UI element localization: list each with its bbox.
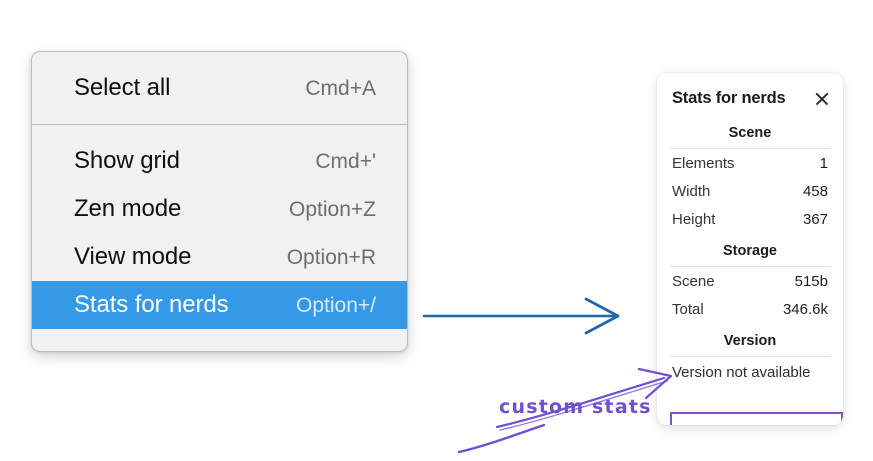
menu-item-stats-for-nerds[interactable]: Stats for nerds Option+/ [32, 281, 407, 329]
stat-value: 346.6k [782, 301, 828, 318]
menu-item-label: Zen mode [74, 195, 182, 222]
close-icon[interactable] [814, 91, 830, 107]
menu-bottom-padding [32, 329, 407, 350]
section-scene: Scene Elements 1 Width 458 Height 367 [657, 108, 843, 233]
version-value: Version not available [672, 364, 811, 381]
menu-item-show-grid[interactable]: Show grid Cmd+' [32, 137, 407, 185]
stat-key: Height [672, 211, 716, 228]
stat-row-height: Height 367 [657, 205, 843, 233]
menu-item-view-mode[interactable]: View mode Option+R [32, 233, 407, 281]
panel-header: Stats for nerds [657, 73, 843, 108]
menu-item-label: Show grid [74, 147, 180, 174]
blue-arrow-icon [422, 297, 620, 335]
menu-item-zen-mode[interactable]: Zen mode Option+Z [32, 185, 407, 233]
custom-stats-highlight-box [670, 412, 843, 425]
menu-item-label: View mode [74, 243, 192, 270]
stat-value: 458 [802, 183, 828, 200]
stat-value: 1 [819, 155, 828, 172]
divider [670, 148, 830, 149]
menu-item-shortcut: Cmd+' [315, 149, 376, 173]
stat-row-elements: Elements 1 [657, 149, 843, 177]
stat-value: 367 [802, 211, 828, 228]
menu-group-2: Show grid Cmd+' Zen mode Option+Z View m… [32, 125, 407, 350]
menu-item-shortcut: Option+/ [296, 293, 376, 317]
custom-stats-annotation-label: custom stats [499, 396, 652, 418]
menu-item-shortcut: Option+R [286, 245, 376, 269]
stat-row-storage-total: Total 346.6k [657, 295, 843, 323]
section-heading-scene: Scene [728, 125, 772, 141]
stat-key: Width [672, 183, 711, 200]
menu-separator [32, 124, 407, 125]
menu-item-shortcut: Option+Z [289, 197, 376, 221]
stat-row-width: Width 458 [657, 177, 843, 205]
menu-group-1: Select all Cmd+A [32, 52, 407, 124]
section-heading-storage: Storage [723, 243, 777, 259]
section-heading-version: Version [723, 333, 777, 349]
section-version: Version Version not available [657, 323, 843, 387]
menu-item-label: Select all [74, 74, 171, 101]
stat-key: Elements [672, 155, 735, 172]
stat-value: 515b [794, 273, 828, 290]
stat-key: Scene [672, 273, 715, 290]
stat-key: Total [672, 301, 704, 318]
context-menu[interactable]: Select all Cmd+A Show grid Cmd+' Zen mod… [31, 51, 408, 352]
menu-item-select-all[interactable]: Select all Cmd+A [32, 64, 407, 112]
menu-item-shortcut: Cmd+A [305, 76, 376, 100]
divider [670, 356, 830, 357]
stat-row-storage-scene: Scene 515b [657, 267, 843, 295]
section-storage: Storage Scene 515b Total 346.6k [657, 233, 843, 323]
custom-stats-region: Storage Scene 515b Total 346.6k Version … [657, 233, 843, 425]
stats-for-nerds-panel[interactable]: Stats for nerds Scene Elements 1 Width 4… [657, 73, 843, 425]
divider [670, 266, 830, 267]
panel-title: Stats for nerds [672, 89, 786, 107]
menu-item-label: Stats for nerds [74, 291, 229, 318]
